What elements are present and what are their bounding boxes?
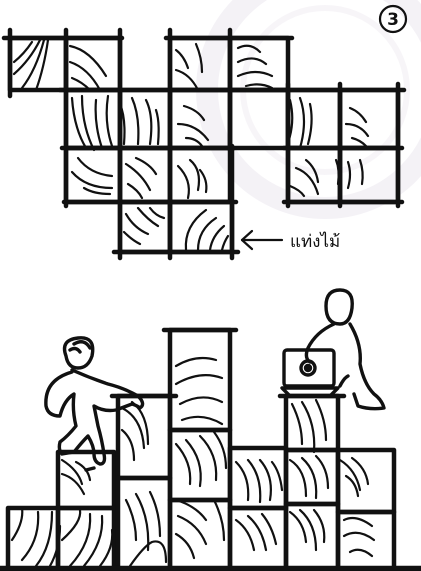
page-number-badge: 3 bbox=[380, 6, 406, 32]
arrow-left-icon bbox=[242, 231, 282, 249]
elevation-view bbox=[0, 290, 421, 570]
block-label: แท่งไม้ bbox=[290, 231, 340, 252]
block-label-annotation: แท่งไม้ bbox=[242, 231, 340, 252]
person-climbing bbox=[46, 338, 143, 470]
page-number: 3 bbox=[387, 10, 399, 30]
laptop-icon bbox=[282, 350, 338, 396]
ground-line bbox=[0, 566, 421, 571]
